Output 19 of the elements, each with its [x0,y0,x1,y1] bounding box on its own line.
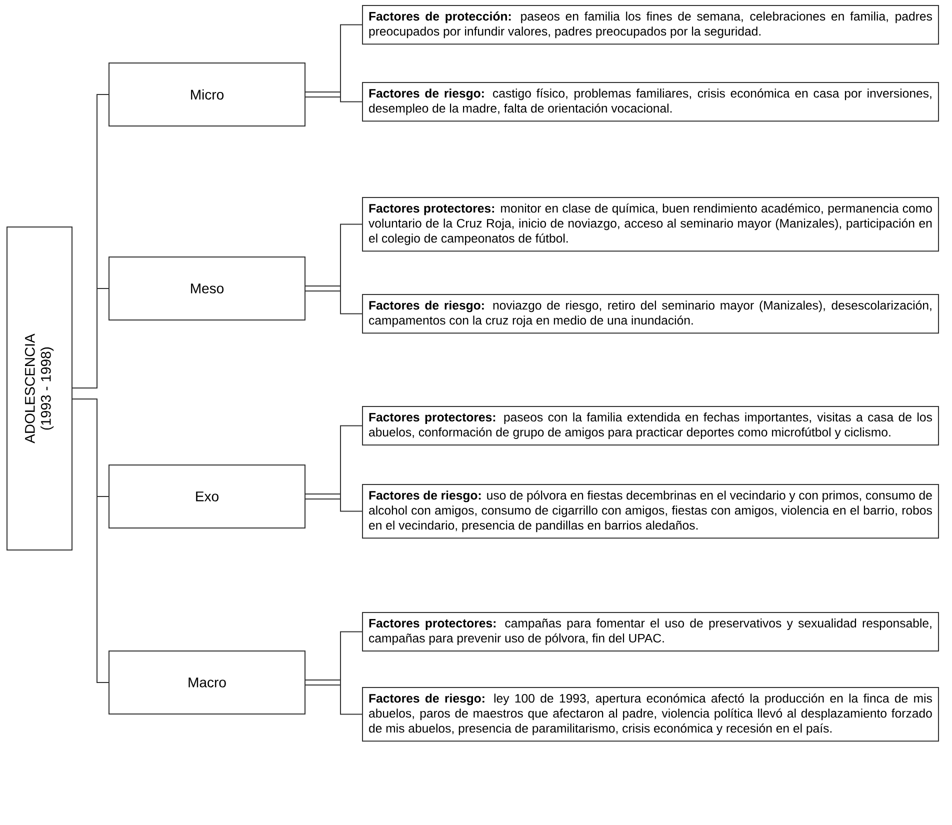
factor-box: Factores de riesgo: noviazgo de riesgo, retiro del seminario mayor (Manizales), desescolarización, campamentos con la cruz roja en medio de una inundación. [362,294,939,334]
factor-box: Factores protectores: monitor en clase de química, buen rendimiento académico, permanencia como voluntario de la Cruz Roja, inicio de noviazgo, acceso al seminario mayor (Manizales), participación en el colegio de campeonatos de fútbol. [362,197,939,252]
level-box: Meso [108,256,306,320]
factor-box: Factores de riesgo: castigo físico, problemas familiares, crisis económica en casa por inversiones, desempleo de la madre, falta de orientación vocacional. [362,82,939,122]
factor-box: Factores protectores: campañas para fomentar el uso de preservativos y sexualidad responsable, campañas para prevenir uso de pólvora, fin del UPAC. [362,612,939,652]
factor-box: Factores de protección: paseos en familia los fines de semana, celebraciones en familia, padres preocupados por infundir valores, padres preocupados por la seguridad. [362,5,939,45]
level-box: Macro [108,650,306,714]
connector-line [305,286,362,314]
connector-line [305,680,362,715]
connector-line [305,494,362,512]
factor-box: Factores de riesgo: uso de pólvora en fiestas decembrinas en el vecindario y con primos, consumo de alcohol con amigos, consumo de cigarrillo con amigos, fiestas con amigos, violencia en el barrio, robos en el vecindario, presencia de pandillas en barrios aledaños. [362,484,939,539]
connector-line [305,92,362,102]
factor-box: Factores protectores: paseos con la familia extendida en fechas importantes, visitas a casa de los abuelos, conformación de grupo de amigos para practicar deportes como microfútbol y ciclismo. [362,406,939,446]
level-box: Exo [108,464,306,528]
stage-box: ADOLESCENCIA (1993 - 1998) [6,226,72,550]
connector-line [72,288,109,388]
connector-line [72,398,109,683]
factor-box: Factores de riesgo: ley 100 de 1993, apertura económica afectó la producción en la finca de mis abuelos, paros de maestros que afectaron al padre, violencia política llevó al desplazamiento forzado de mis abuelos, presencia de paramilitarismo, crisis económica y recesión en el país. [362,687,939,742]
level-box: Micro [108,62,306,126]
